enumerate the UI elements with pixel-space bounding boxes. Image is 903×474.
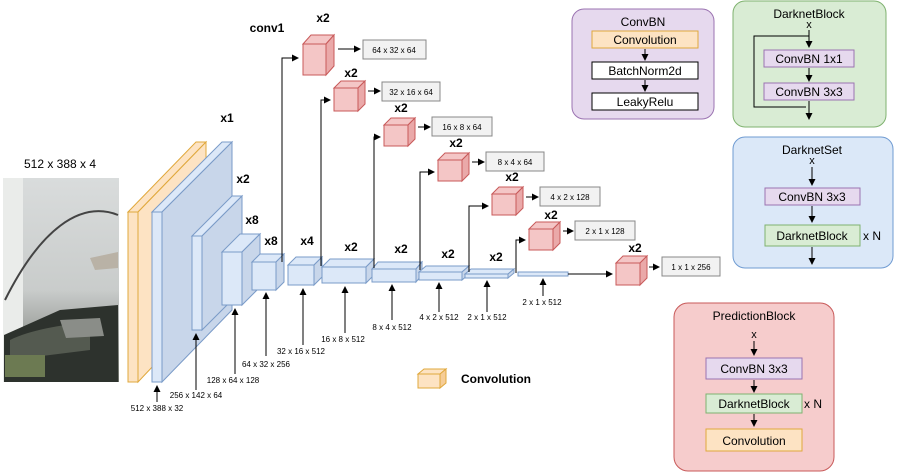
head-out-dims: 32 x 16 x 64 bbox=[389, 88, 433, 97]
darknet-set-step: ConvBN 3x3 bbox=[778, 190, 846, 204]
head-out-labels: 64 x 32 x 64 32 x 16 x 64 16 x 8 x 64 8 … bbox=[372, 46, 711, 272]
head-cube-6 bbox=[527, 220, 562, 252]
head-cube-4 bbox=[436, 151, 471, 183]
mult-label: x4 bbox=[300, 234, 314, 248]
backbone-dim-labels: 512 x 388 x 32 256 x 142 x 64 128 x 64 x… bbox=[131, 298, 562, 413]
head-out-dims: 8 x 4 x 64 bbox=[498, 158, 533, 167]
dim-label: 2 x 1 x 512 bbox=[467, 313, 507, 322]
input-size-label: 512 x 388 x 4 bbox=[24, 157, 96, 171]
mult-label: x8 bbox=[264, 234, 278, 248]
dim-label: 256 x 142 x 64 bbox=[170, 391, 223, 400]
head-mult: x2 bbox=[628, 241, 642, 255]
head-mult: x2 bbox=[505, 170, 519, 184]
legend: Convolution bbox=[416, 367, 531, 390]
mult-label: x2 bbox=[236, 172, 250, 186]
darknet-set-title: DarknetSet bbox=[782, 143, 843, 157]
head-mult: x2 bbox=[449, 136, 463, 150]
darknet-block-title: DarknetBlock bbox=[773, 7, 845, 21]
convbn-step: Convolution bbox=[613, 33, 676, 47]
branch-lines bbox=[281, 54, 613, 278]
head-cube-7 bbox=[614, 254, 649, 287]
mult-label: x1 bbox=[220, 111, 234, 125]
dim-label: 4 x 2 x 512 bbox=[419, 313, 459, 322]
prediction-block-panel: PredictionBlock x ConvBN 3x3 DarknetBloc… bbox=[673, 302, 835, 472]
mult-label: x2 bbox=[489, 250, 503, 264]
backbone-stage-3 bbox=[220, 232, 262, 307]
mult-label: x2 bbox=[344, 240, 358, 254]
darknet-set-repeat: x N bbox=[863, 229, 881, 243]
prediction-block-step: ConvBN 3x3 bbox=[720, 362, 788, 376]
head-out-dims: 4 x 2 x 128 bbox=[550, 193, 590, 202]
dim-label: 32 x 16 x 512 bbox=[277, 347, 326, 356]
head-mult: x2 bbox=[316, 11, 330, 25]
backbone-stage-8 bbox=[417, 264, 471, 282]
head-mult-labels: x2 x2 x2 x2 x2 x2 x2 bbox=[316, 11, 642, 255]
dim-label: 512 x 388 x 32 bbox=[131, 404, 184, 413]
mult-label: x8 bbox=[245, 213, 259, 227]
backbone-mult-labels: x1 x2 x8 x8 x4 x2 x2 x2 x2 bbox=[220, 111, 503, 264]
backbone-stage-10 bbox=[517, 271, 569, 277]
conv1-label: conv1 bbox=[250, 21, 285, 35]
convbn-panel: ConvBN Convolution BatchNorm2d LeakyRelu bbox=[571, 8, 715, 120]
prediction-block-repeat: x N bbox=[804, 397, 822, 411]
dim-label: 64 x 32 x 256 bbox=[242, 360, 291, 369]
dim-arrows bbox=[153, 278, 547, 402]
prediction-block-title: PredictionBlock bbox=[713, 309, 797, 323]
darknet-block-input: x bbox=[806, 19, 812, 31]
prediction-block-step: DarknetBlock bbox=[718, 397, 790, 411]
head-cube-3 bbox=[382, 116, 417, 148]
dim-label: 2 x 1 x 512 bbox=[522, 298, 562, 307]
head-cube-2 bbox=[332, 79, 367, 113]
head-out-dims: 64 x 32 x 64 bbox=[372, 46, 416, 55]
head-mult: x2 bbox=[394, 101, 408, 115]
dim-label: 16 x 8 x 512 bbox=[321, 335, 365, 344]
darknet-block-step: ConvBN 1x1 bbox=[775, 52, 843, 66]
mult-label: x2 bbox=[394, 242, 408, 256]
convbn-step: BatchNorm2d bbox=[608, 64, 681, 78]
head-cube-5 bbox=[490, 185, 525, 217]
backbone-stage-4 bbox=[250, 252, 286, 292]
prediction-block-input: x bbox=[751, 329, 757, 341]
head-out-dims: 1 x 1 x 256 bbox=[671, 263, 711, 272]
backbone-stage-9 bbox=[463, 267, 516, 280]
head-out-boxes bbox=[362, 39, 721, 277]
darknet-block-step: ConvBN 3x3 bbox=[775, 85, 843, 99]
backbone-stage-7 bbox=[370, 260, 424, 284]
heads bbox=[301, 33, 649, 287]
darknet-set-step: DarknetBlock bbox=[776, 229, 848, 243]
convbn-title: ConvBN bbox=[621, 15, 666, 29]
legend-convolution-label: Convolution bbox=[461, 372, 531, 386]
backbone-stage-6 bbox=[320, 257, 376, 285]
darknet-block-panel: DarknetBlock x ConvBN 1x1 ConvBN 3x3 bbox=[732, 0, 887, 128]
head-mult: x2 bbox=[344, 66, 358, 80]
mult-label: x2 bbox=[441, 247, 455, 261]
dim-label: 128 x 64 x 128 bbox=[207, 376, 260, 385]
darknet-set-input: x bbox=[809, 155, 815, 167]
head-out-arrows bbox=[338, 45, 660, 271]
prediction-block-step: Convolution bbox=[722, 434, 785, 448]
head-cube-1 bbox=[301, 33, 336, 77]
head-mult: x2 bbox=[544, 208, 558, 222]
convbn-step: LeakyRelu bbox=[617, 95, 674, 109]
input-photo bbox=[3, 178, 119, 382]
backbone bbox=[126, 140, 569, 384]
dim-label: 8 x 4 x 512 bbox=[372, 323, 412, 332]
darknet-set-panel: DarknetSet x ConvBN 3x3 DarknetBlock x N bbox=[732, 136, 894, 269]
head-out-dims: 2 x 1 x 128 bbox=[585, 227, 625, 236]
head-out-dims: 16 x 8 x 64 bbox=[442, 123, 482, 132]
backbone-stage-5 bbox=[286, 255, 324, 287]
